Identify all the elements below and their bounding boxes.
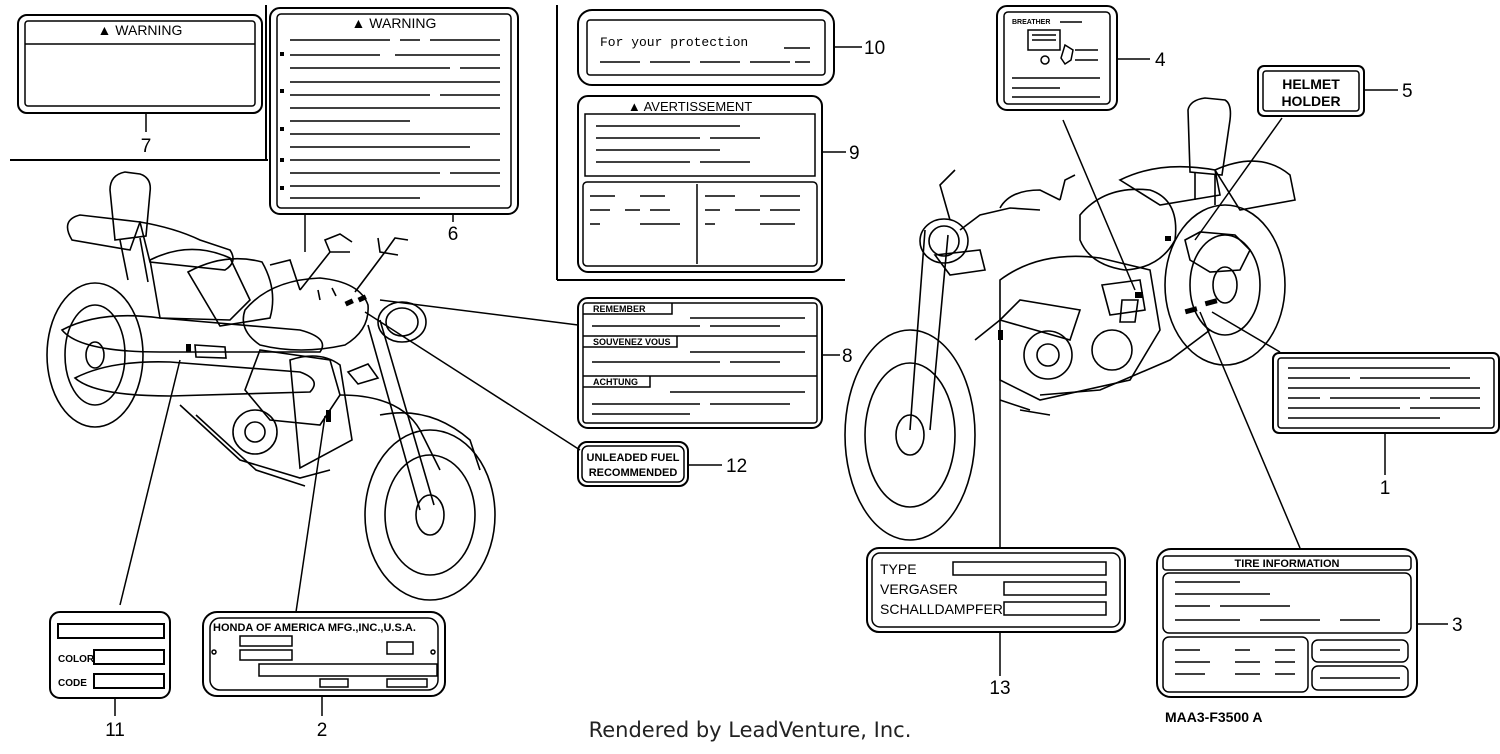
label-4-breather-text: BREATHER: [1012, 19, 1050, 26]
label-13-schalldampfer-text: SCHALLDAMPFER: [880, 601, 1003, 617]
label-2-honda-text: HONDA OF AMERICA MFG.,INC.,U.S.A.: [213, 622, 416, 634]
footer-credit: Rendered by LeadVenture, Inc.: [588, 718, 912, 742]
label-12-line2: RECOMMENDED: [589, 467, 678, 479]
callout-6: 6: [448, 224, 459, 245]
label-8-souvenez: SOUVENEZ VOUS: [593, 337, 671, 347]
label-6-heading: ▲ WARNING: [352, 15, 437, 31]
label-8-remember[interactable]: [577, 297, 823, 429]
callout-4: 4: [1155, 50, 1166, 71]
callout-1: 1: [1380, 478, 1391, 499]
label-13-type[interactable]: [866, 547, 1126, 633]
label-4-breather[interactable]: [996, 5, 1118, 111]
motorcycle-left-marks: [186, 294, 367, 422]
label-8-remember: REMEMBER: [593, 304, 646, 314]
label-12-line1: UNLEADED FUEL: [587, 452, 680, 464]
motorcycle-left: [46, 171, 496, 601]
label-7-warning[interactable]: [17, 14, 263, 114]
label-2-honda[interactable]: [202, 611, 446, 697]
label-6-warning[interactable]: [269, 7, 519, 215]
label-6-bullets: [280, 52, 284, 190]
label-5-helmet-holder[interactable]: [1257, 65, 1365, 117]
label-13-vergaser-text: VERGASER: [880, 581, 958, 597]
label-12-unleaded[interactable]: [577, 441, 689, 487]
label-8-achtung: ACHTUNG: [593, 377, 638, 387]
label-7-heading: ▲ WARNING: [98, 22, 183, 38]
callout-3: 3: [1452, 615, 1463, 636]
section-dividers: [10, 5, 845, 281]
callout-13: 13: [989, 678, 1010, 699]
label-9-heading: ▲ AVERTISSEMENT: [628, 99, 752, 114]
callout-11: 11: [105, 720, 125, 741]
callout-8: 8: [842, 346, 853, 367]
motorcycle-right-marks: [998, 236, 1218, 340]
label-11-color-code[interactable]: [49, 611, 171, 699]
leader-lines: [114, 46, 1448, 716]
callout-9: 9: [849, 143, 860, 164]
label-3-tire-information[interactable]: [1156, 548, 1418, 698]
diagram-code: MAA3-F3500 A: [1165, 709, 1263, 725]
label-1[interactable]: [1272, 352, 1500, 434]
label-3-tire-info-text: TIRE INFORMATION: [1235, 558, 1340, 570]
callout-5: 5: [1402, 81, 1413, 102]
label-9-avertissement[interactable]: [577, 95, 823, 273]
callout-2: 2: [317, 720, 328, 741]
callout-12: 12: [726, 456, 747, 477]
motorcycle-right: [844, 97, 1296, 541]
label-11-color: COLOR: [58, 654, 95, 665]
label-10-text: For your protection: [600, 35, 748, 50]
callout-7: 7: [141, 136, 152, 157]
label-11-code: CODE: [58, 678, 87, 689]
label-5-line2: HOLDER: [1281, 93, 1340, 109]
label-5-line1: HELMET: [1282, 76, 1340, 92]
label-13-type-text: TYPE: [880, 561, 917, 577]
callout-10: 10: [864, 38, 885, 59]
